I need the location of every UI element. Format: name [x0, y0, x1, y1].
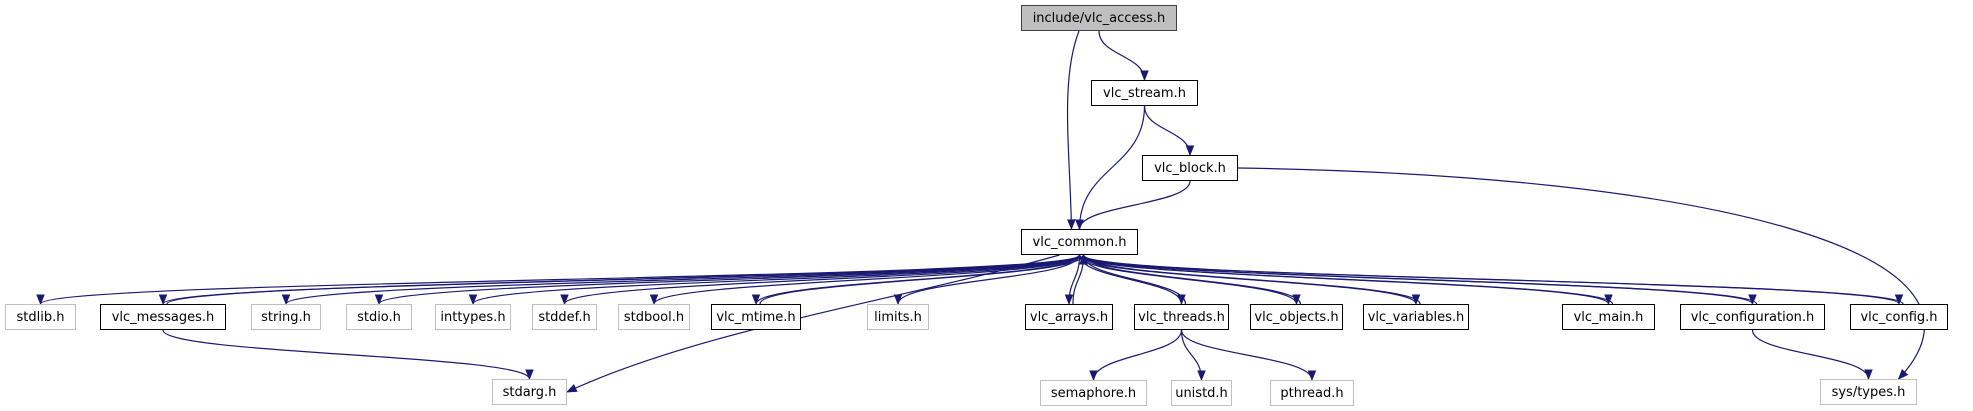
edge-vlc_common-to-string	[281, 254, 1081, 306]
edge-vlc_stream-to-vlc_block	[1143, 105, 1195, 157]
node-semaphore: semaphore.h	[1040, 380, 1147, 406]
node-string: string.h	[251, 304, 321, 330]
node-stdlib: stdlib.h	[5, 304, 76, 330]
node-stddef: stddef.h	[532, 304, 597, 330]
node-limits: limits.h	[867, 304, 929, 330]
node-vlc-threads[interactable]: vlc_threads.h	[1134, 304, 1229, 330]
edge-vlc_config-to-vlc_common	[1079, 253, 1904, 305]
node-vlc-block[interactable]: vlc_block.h	[1142, 155, 1238, 181]
node-vlc-objects[interactable]: vlc_objects.h	[1250, 304, 1343, 330]
edge-vlc_threads-to-pthread	[1180, 329, 1317, 382]
edge-vlc_block-to-vlc_common	[1075, 180, 1191, 231]
node-vlc-messages[interactable]: vlc_messages.h	[100, 304, 226, 330]
node-stdbool: stdbool.h	[618, 304, 690, 330]
node-vlc-common[interactable]: vlc_common.h	[1021, 229, 1138, 255]
node-pthread: pthread.h	[1270, 380, 1354, 406]
node-root: include/vlc_access.h	[1021, 5, 1177, 31]
node-vlc-mtime[interactable]: vlc_mtime.h	[711, 304, 801, 330]
edge-vlc_common-to-stddef	[560, 254, 1081, 306]
edge-vlc_messages-to-stdarg	[162, 329, 534, 381]
node-inttypes: inttypes.h	[435, 304, 511, 330]
node-vlc-variables[interactable]: vlc_variables.h	[1363, 304, 1469, 330]
edge-vlc_common-to-limits	[893, 254, 1081, 306]
edge-vlc_block-to-sys_types	[1237, 167, 1925, 380]
edge-vlc_threads-to-unistd	[1180, 329, 1206, 382]
node-vlc-stream[interactable]: vlc_stream.h	[1091, 80, 1198, 106]
edge-vlc_configuration-to-sys_types	[1751, 329, 1873, 381]
node-stdarg: stdarg.h	[492, 379, 567, 405]
edge-vlc_variables-to-vlc_common	[1079, 253, 1421, 305]
edge-root-to-vlc_stream	[1098, 30, 1149, 82]
edge-vlc_common-to-stdio	[374, 254, 1081, 306]
edge-vlc_stream-to-vlc_common	[1075, 105, 1146, 231]
node-vlc-arrays[interactable]: vlc_arrays.h	[1025, 304, 1113, 330]
edge-root-to-vlc_common	[1066, 30, 1080, 231]
edge-vlc_mtime-to-vlc_common	[759, 253, 1088, 305]
node-vlc-config[interactable]: vlc_config.h	[1850, 304, 1948, 330]
edge-vlc_messages-to-vlc_common	[166, 253, 1088, 305]
edge-vlc_common-to-stdbool	[649, 254, 1081, 306]
edge-vlc_threads-to-semaphore	[1089, 329, 1183, 382]
node-sys-types: sys/types.h	[1820, 379, 1917, 405]
edge-vlc_common-to-stdarg	[566, 254, 1060, 393]
edge-vlc_main-to-vlc_common	[1079, 253, 1614, 305]
edge-vlc_common-to-inttypes	[468, 254, 1081, 306]
node-vlc-main[interactable]: vlc_main.h	[1562, 304, 1655, 330]
node-vlc-configuration[interactable]: vlc_configuration.h	[1680, 304, 1825, 330]
node-unistd: unistd.h	[1171, 380, 1232, 406]
node-stdio: stdio.h	[346, 304, 412, 330]
